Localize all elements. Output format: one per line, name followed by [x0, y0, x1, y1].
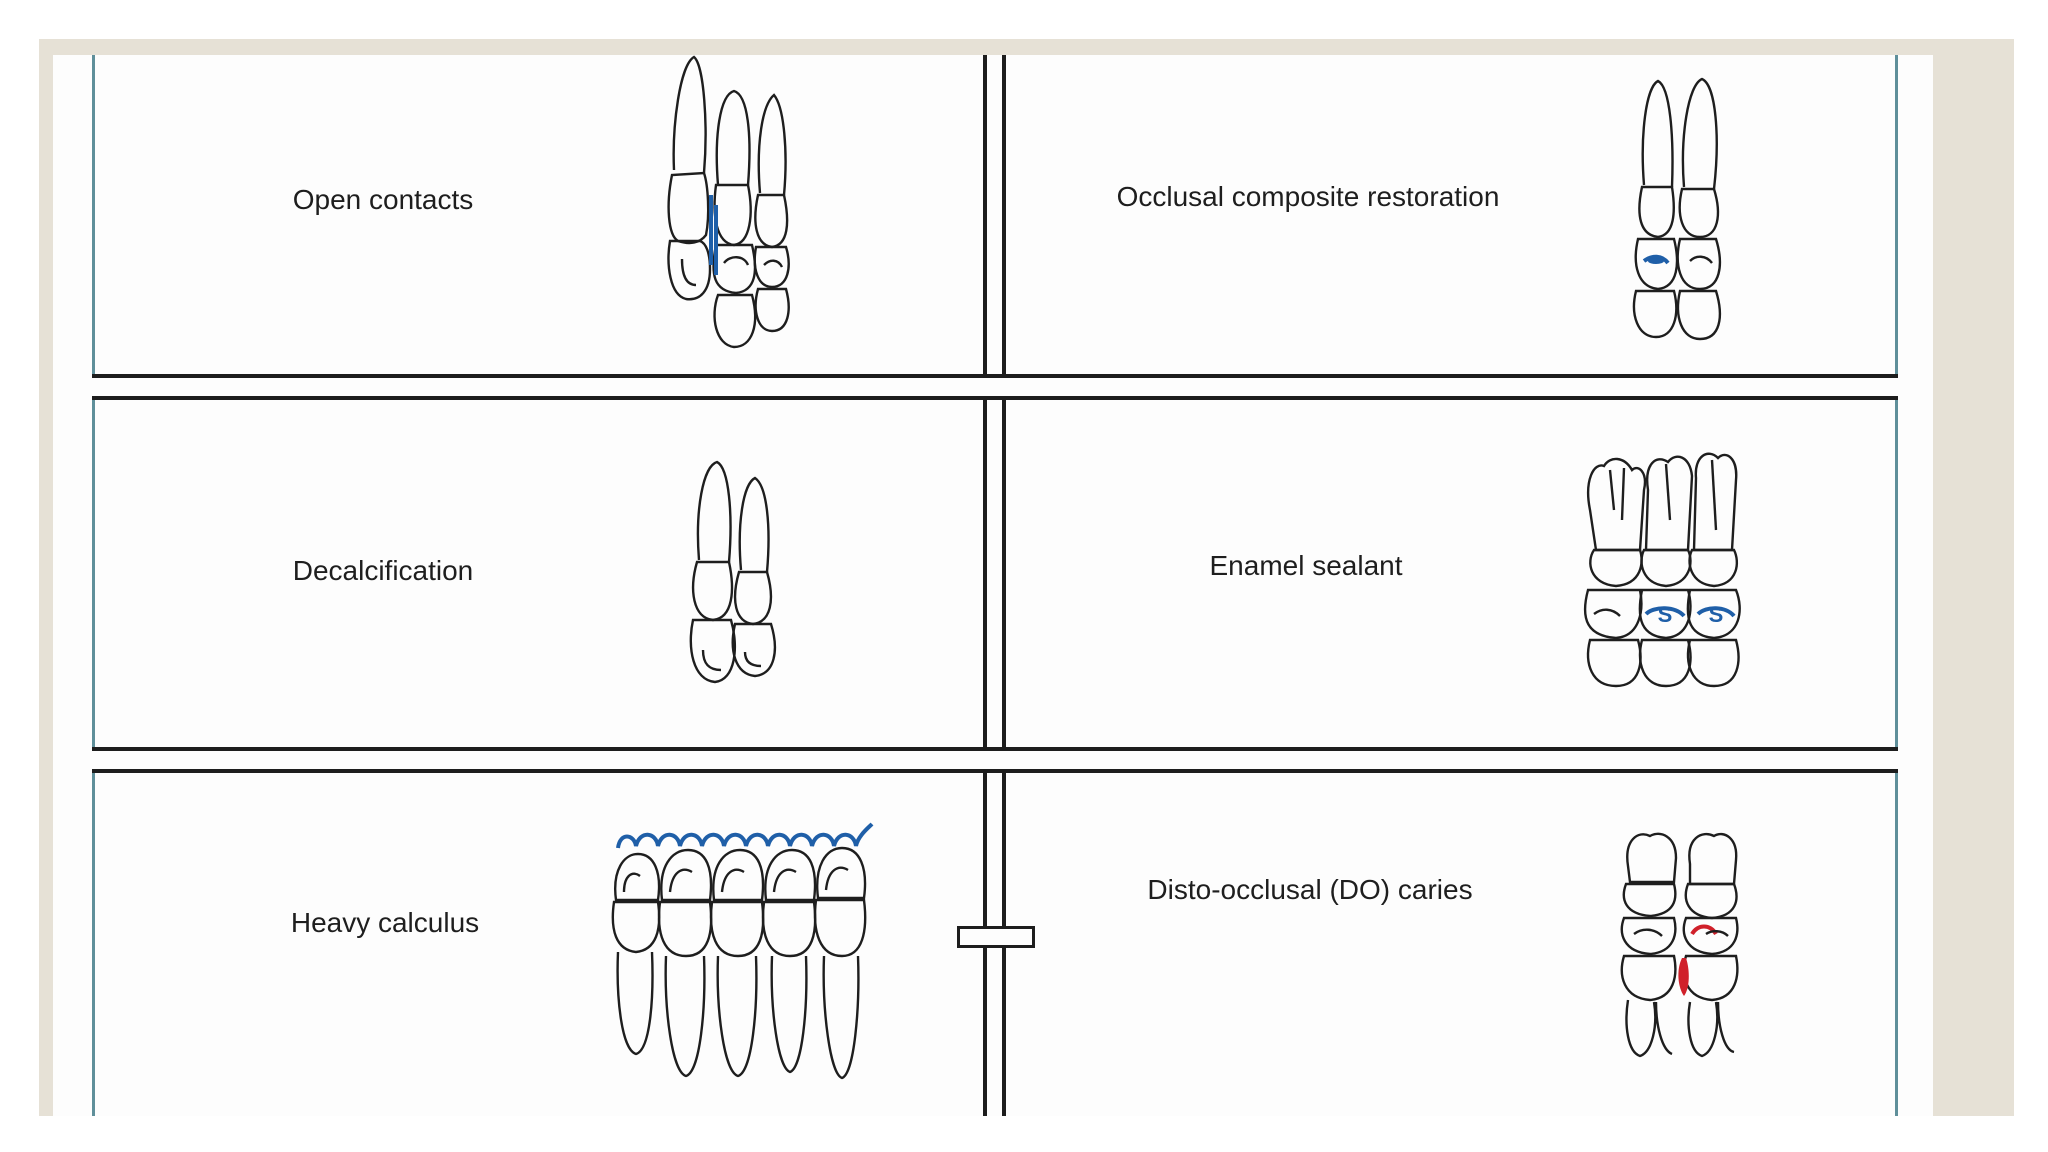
left-edge-line	[92, 55, 95, 1116]
decalcification-teeth-icon	[689, 460, 777, 684]
label-decalcification: Decalcification	[292, 555, 474, 586]
row-divider-2	[92, 747, 1898, 773]
center-bracket	[957, 926, 1035, 948]
row-divider-1	[92, 374, 1898, 400]
label-heavy-calculus: Heavy calculus	[290, 907, 480, 938]
do-caries-teeth-icon	[1620, 832, 1739, 1058]
right-edge-line	[1895, 55, 1898, 1116]
enamel-sealant-teeth-icon: S S	[1583, 452, 1741, 688]
center-divider-right	[1002, 55, 1006, 1116]
label-enamel-sealant: Enamel sealant	[1209, 550, 1403, 581]
svg-text:S: S	[1658, 602, 1673, 627]
open-contacts-teeth-icon	[667, 55, 790, 349]
svg-text:S: S	[1709, 602, 1724, 627]
label-do-caries: Disto-occlusal (DO) caries	[1147, 874, 1473, 905]
label-occlusal-composite: Occlusal composite restoration	[1116, 181, 1500, 212]
center-divider-left	[983, 55, 987, 1116]
label-open-contacts: Open contacts	[292, 184, 474, 215]
occlusal-composite-teeth-icon	[1632, 77, 1722, 341]
heavy-calculus-teeth-icon	[611, 822, 874, 1080]
